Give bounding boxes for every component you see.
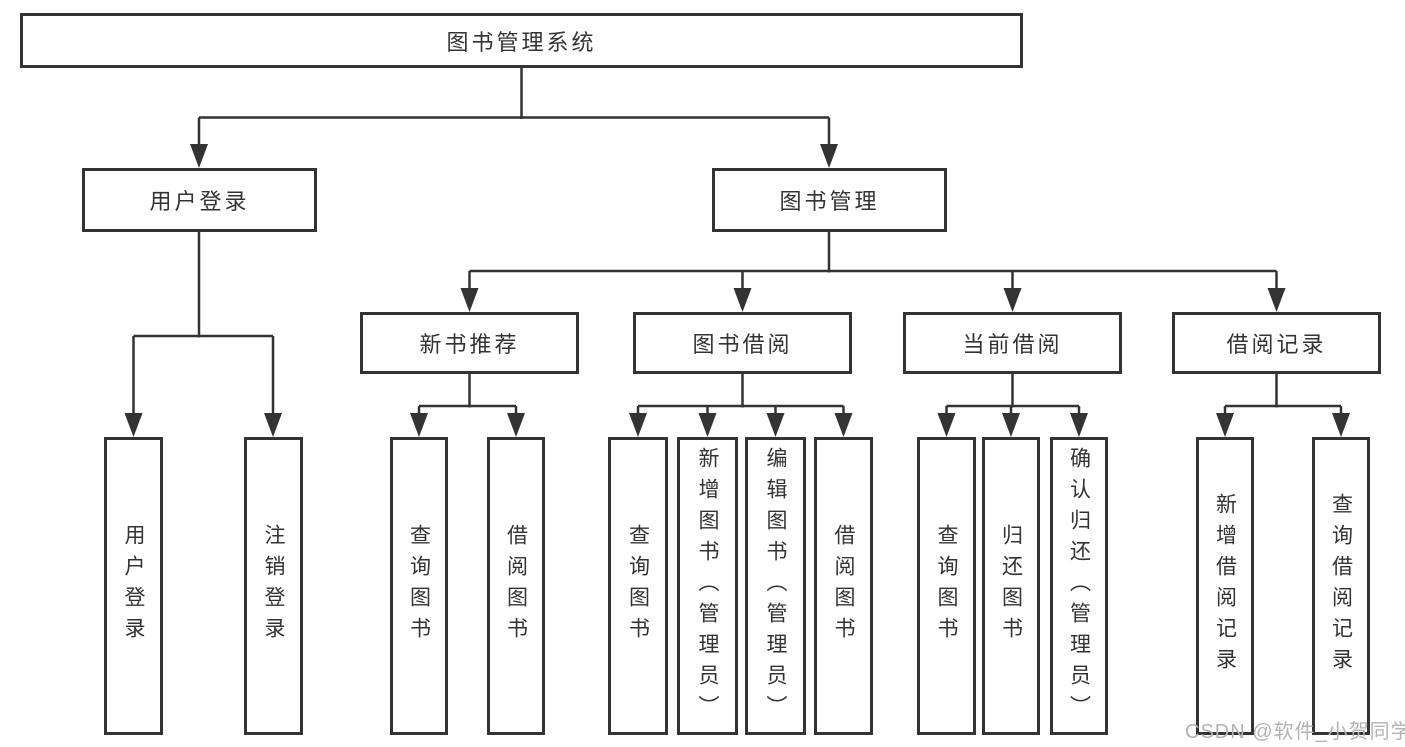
node-book-borrowing: 图书借阅: [633, 312, 852, 374]
node-new-book-recommend: 新书推荐: [360, 312, 579, 374]
node-leaf-edit-books-admin-label: 编辑图书（管理员）: [764, 446, 787, 726]
node-leaf-query-books-borrowing-label: 查询图书: [626, 524, 650, 648]
node-leaf-confirm-return-admin: 确认归还（管理员）: [1050, 437, 1108, 735]
node-leaf-return-books: 归还图书: [982, 437, 1040, 735]
node-leaf-add-books-admin-label: 新增图书（管理员）: [696, 446, 719, 726]
node-leaf-borrow-books: 借阅图书: [814, 437, 873, 735]
arrowheads: [124, 144, 1350, 437]
node-leaf-logout: 注销登录: [244, 437, 303, 735]
node-leaf-borrow-books-recommend: 借阅图书: [487, 437, 545, 735]
node-leaf-query-borrow-record: 查询借阅记录: [1312, 437, 1370, 735]
node-leaf-borrow-books-label: 借阅图书: [832, 524, 855, 648]
node-user-login-label: 用户登录: [149, 189, 250, 214]
node-leaf-query-books-borrowing: 查询图书: [608, 437, 668, 735]
node-leaf-add-borrow-record-label: 新增借阅记录: [1213, 493, 1237, 679]
node-library-management-system: 图书管理系统: [20, 13, 1023, 68]
node-leaf-borrow-books-recommend-label: 借阅图书: [504, 524, 528, 648]
node-user-login: 用户登录: [82, 168, 317, 232]
node-leaf-return-books-label: 归还图书: [999, 524, 1023, 648]
node-book-management-label: 图书管理: [779, 189, 880, 214]
node-leaf-user-login-label: 用户登录: [122, 524, 145, 648]
node-leaf-query-books-current-label: 查询图书: [935, 524, 958, 648]
node-book-management: 图书管理: [712, 168, 947, 232]
node-current-borrowing-label: 当前借阅: [962, 332, 1063, 357]
node-leaf-logout-label: 注销登录: [262, 524, 285, 648]
node-leaf-confirm-return-admin-label: 确认归还（管理员）: [1067, 446, 1091, 726]
node-new-book-recommend-label: 新书推荐: [419, 332, 520, 357]
csdn-watermark: CSDN @软件_小贺同学: [1185, 721, 1405, 743]
node-leaf-query-books-recommend: 查询图书: [390, 437, 448, 735]
node-borrowing-records: 借阅记录: [1172, 312, 1381, 374]
node-book-borrowing-label: 图书借阅: [692, 332, 793, 357]
node-leaf-edit-books-admin: 编辑图书（管理员）: [745, 437, 806, 735]
node-leaf-add-books-admin: 新增图书（管理员）: [677, 437, 738, 735]
node-leaf-user-login: 用户登录: [104, 437, 163, 735]
node-borrowing-records-label: 借阅记录: [1226, 332, 1327, 357]
node-leaf-add-borrow-record: 新增借阅记录: [1196, 437, 1254, 735]
node-library-management-system-label: 图书管理系统: [446, 29, 597, 55]
node-leaf-query-borrow-record-label: 查询借阅记录: [1329, 493, 1353, 679]
node-leaf-query-books-recommend-label: 查询图书: [407, 524, 431, 648]
node-current-borrowing: 当前借阅: [903, 312, 1122, 374]
node-leaf-query-books-current: 查询图书: [917, 437, 976, 735]
